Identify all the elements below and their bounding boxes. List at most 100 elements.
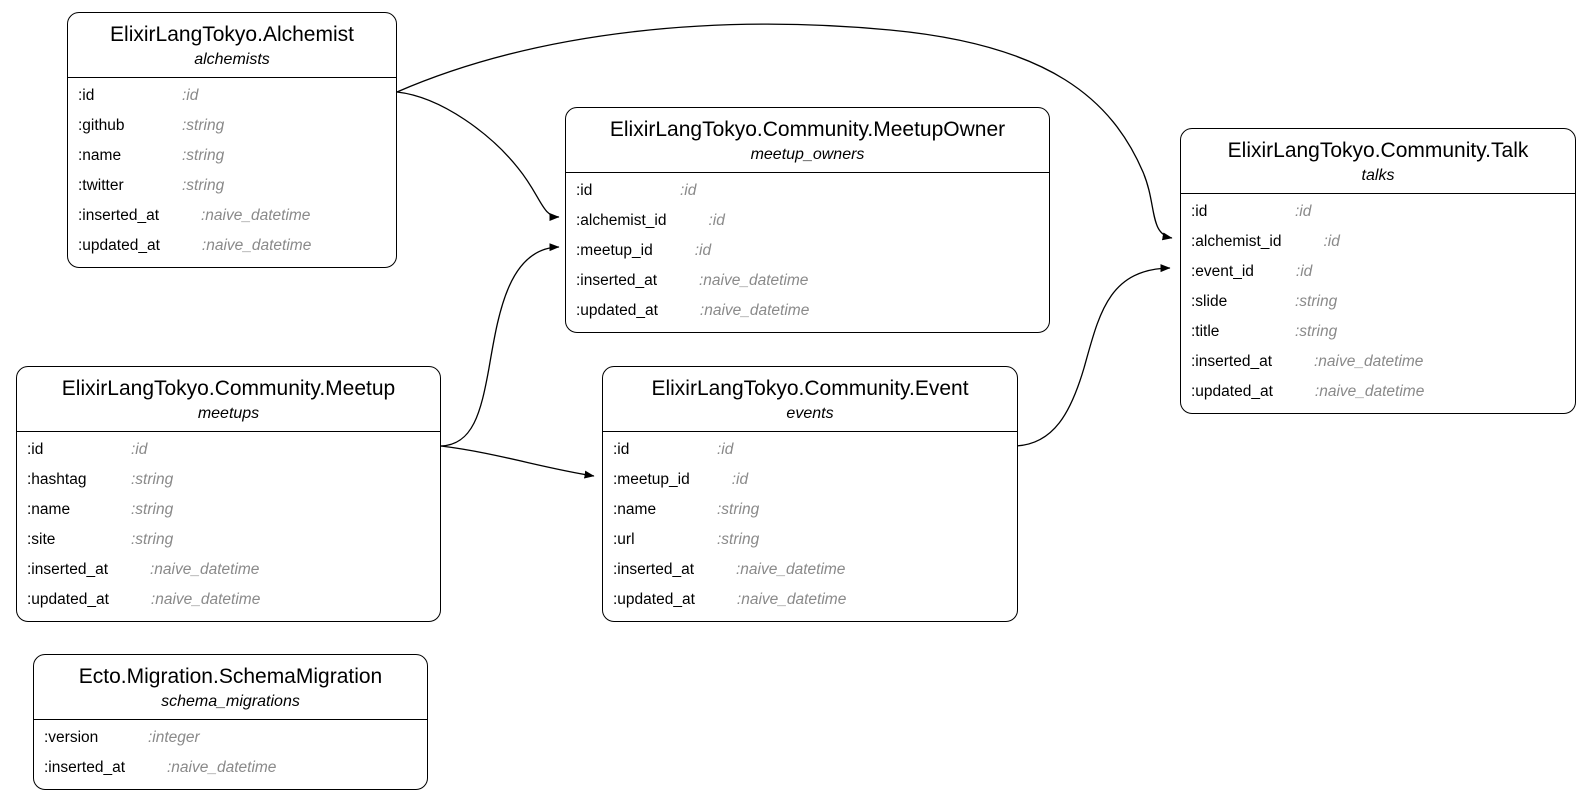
entity-header: ElixirLangTokyo.Community.Meetup meetups: [17, 367, 440, 432]
entity-header: ElixirLangTokyo.Community.MeetupOwner me…: [566, 108, 1049, 173]
entity-meetup-owner: ElixirLangTokyo.Community.MeetupOwner me…: [565, 107, 1050, 333]
field-row: :inserted_at :naive_datetime: [17, 555, 440, 585]
field-type: :id: [131, 441, 148, 458]
entity-module-name: ElixirLangTokyo.Community.MeetupOwner: [609, 118, 1006, 141]
field-name: :name: [27, 501, 71, 518]
field-name: :slide: [1191, 293, 1228, 310]
field-type: :string: [182, 117, 225, 134]
entity-header: ElixirLangTokyo.Community.Event events: [603, 367, 1017, 432]
entity-header: Ecto.Migration.SchemaMigration schema_mi…: [34, 655, 427, 720]
field-type: :string: [717, 501, 760, 518]
field-name: :url: [613, 531, 635, 548]
entity-field-list: :id:id:alchemist_id:id:meetup_id:id:inse…: [566, 173, 1049, 332]
field-row: :inserted_at :naive_datetime: [603, 555, 1017, 585]
entity-table-name: schema_migrations: [161, 693, 300, 710]
edge-alchemist-to-talk: [396, 23, 1173, 241]
field-name: :github: [78, 117, 125, 134]
field-name: :name: [613, 501, 657, 518]
field-type: :string: [182, 177, 225, 194]
field-row: :id :id: [566, 176, 1049, 206]
entity-header: ElixirLangTokyo.Alchemist alchemists: [68, 13, 396, 78]
field-name: :event_id: [1191, 263, 1254, 280]
field-name: :inserted_at: [576, 272, 657, 289]
field-row: :version :integer: [34, 723, 427, 753]
field-row: :twitter:string: [68, 171, 396, 201]
field-type: :id: [1323, 233, 1340, 250]
field-row: :inserted_at :naive_datetime: [34, 753, 427, 783]
field-type: :id: [694, 242, 712, 259]
field-name: :version: [44, 729, 99, 746]
field-row: :meetup_id:id: [566, 236, 1049, 266]
field-name: :inserted_at: [613, 561, 694, 578]
field-name: :updated_at: [27, 591, 109, 608]
entity-event: ElixirLangTokyo.Community.Event events :…: [602, 366, 1018, 622]
field-name: :site: [27, 531, 56, 548]
field-name: :id: [78, 87, 95, 104]
field-type: :naive_datetime: [167, 759, 277, 776]
entity-field-list: :version :integer :inserted_at :naive_datet…: [34, 720, 427, 789]
entity-talk: ElixirLangTokyo.Community.Talk talks :id…: [1180, 128, 1576, 414]
field-row: :updated_at :naive_datetime: [603, 585, 1017, 615]
field-type: :string: [1295, 293, 1338, 310]
field-name: :id: [576, 182, 593, 199]
field-type: :naive_datetime: [699, 272, 809, 289]
entity-field-list: :id:id:github:string:name:string:twitter…: [68, 78, 396, 267]
field-row: :url:string: [603, 525, 1017, 555]
field-row: :site:string: [17, 525, 440, 555]
field-type: :integer: [148, 729, 200, 746]
field-name: :alchemist_id: [576, 212, 667, 229]
field-type: :string: [182, 147, 225, 164]
field-name: :id: [27, 441, 44, 458]
field-type: :id: [1295, 263, 1313, 280]
field-name: :updated_at: [78, 237, 160, 254]
field-name: :id: [1191, 203, 1208, 220]
field-type: :naive_datetime: [736, 591, 847, 608]
field-type: :naive_datetime: [736, 561, 846, 578]
entity-field-list: :id:id:meetup_id:id :name :string :url:stri…: [603, 432, 1017, 621]
field-name: :alchemist_id: [1191, 233, 1282, 250]
entity-meetup: ElixirLangTokyo.Community.Meetup meetups…: [16, 366, 441, 622]
field-type: :naive_datetime: [150, 561, 260, 578]
entity-module-name: ElixirLangTokyo.Community.Event: [651, 377, 969, 400]
edge-meetup-to-meetupowner: [440, 243, 560, 447]
field-row: :name:string: [17, 495, 440, 525]
edge-meetup-to-event: [440, 445, 595, 479]
entity-schema-migration: Ecto.Migration.SchemaMigration schema_mi…: [33, 654, 428, 790]
entity-table-name: meetup_owners: [750, 146, 865, 163]
field-row: :event_id :id: [1181, 257, 1575, 287]
field-row: :updated_at:naive_datetime: [68, 231, 396, 261]
field-name: :name: [78, 147, 122, 164]
field-row: :slide :string: [1181, 287, 1575, 317]
field-name: :updated_at: [1191, 383, 1273, 400]
field-row: :id :id: [1181, 197, 1575, 227]
entity-field-list: :id:id:hashtag:string:name:string:site:s…: [17, 432, 440, 621]
entity-table-name: meetups: [197, 405, 260, 422]
field-name: :updated_at: [576, 302, 658, 319]
field-type: :naive_datetime: [699, 302, 810, 319]
field-type: :id: [680, 182, 697, 199]
entity-table-name: alchemists: [194, 51, 270, 68]
field-type: :id: [1295, 203, 1312, 220]
field-row: :inserted_at:naive_datetime: [1181, 347, 1575, 377]
entity-module-name: Ecto.Migration.SchemaMigration: [78, 665, 383, 688]
field-type: :id: [708, 212, 725, 229]
entity-table-name: events: [786, 405, 834, 422]
field-row: :updated_at:naive_datetime: [1181, 377, 1575, 407]
field-name: :updated_at: [613, 591, 695, 608]
field-name: :inserted_at: [44, 759, 125, 776]
field-type: :id: [182, 87, 199, 104]
field-row: :meetup_id:id: [603, 465, 1017, 495]
field-row: :id :id: [17, 435, 440, 465]
field-name: :title: [1191, 323, 1220, 340]
field-row: :id:id: [603, 435, 1017, 465]
field-row: :title:string: [1181, 317, 1575, 347]
field-name: :inserted_at: [78, 207, 159, 224]
field-name: :hashtag: [27, 471, 87, 488]
entity-header: ElixirLangTokyo.Community.Talk talks: [1181, 129, 1575, 194]
edge-alchemist-to-meetupowner: [396, 91, 560, 221]
field-type: :naive_datetime: [1314, 353, 1424, 370]
field-name: :inserted_at: [27, 561, 108, 578]
field-type: :naive_datetime: [150, 591, 261, 608]
